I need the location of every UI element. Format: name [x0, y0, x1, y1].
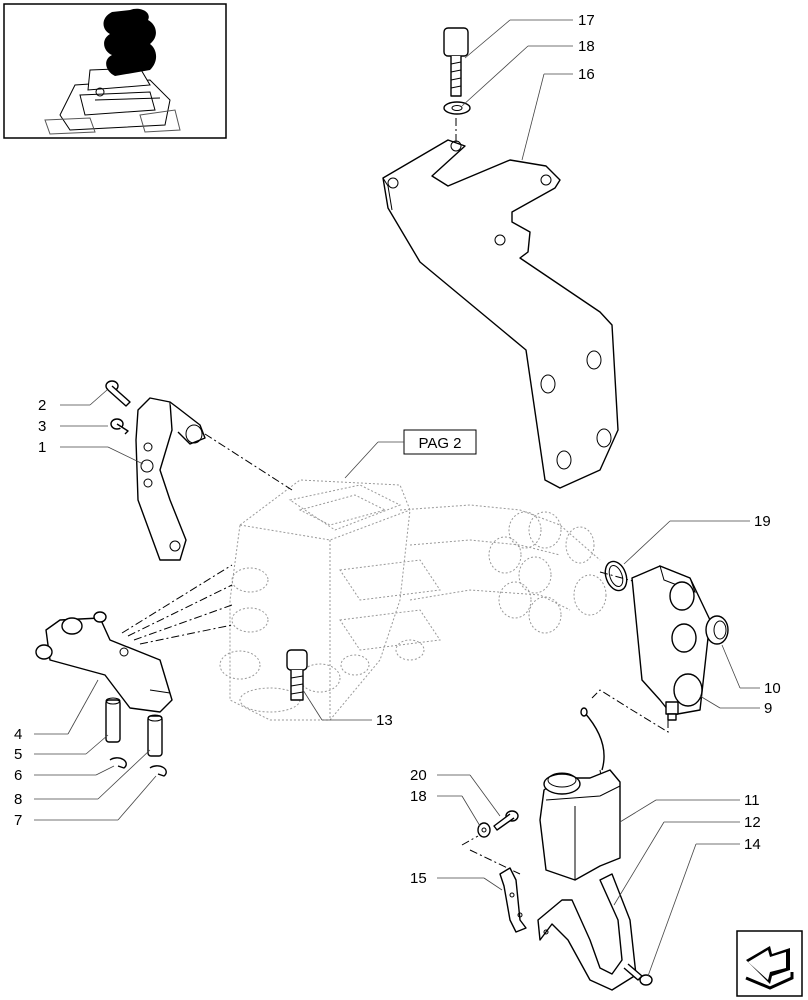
cable-harness [580, 689, 669, 783]
callout-9: 9 [764, 700, 772, 717]
circlip-7 [149, 765, 167, 777]
bolt-17 [443, 27, 469, 97]
coupler-block-9 [631, 565, 711, 721]
callout-12: 12 [744, 814, 761, 831]
cap-10 [705, 615, 729, 645]
lever-1 [135, 397, 206, 561]
callout-13: 13 [376, 712, 393, 729]
screw-2 [105, 380, 131, 407]
washer-18 [443, 101, 471, 115]
callout-18-lower: 18 [410, 788, 427, 805]
pin-5 [105, 697, 121, 743]
washer-18b [477, 822, 491, 838]
callout-4: 4 [14, 726, 22, 743]
page-turn-arrow-icon[interactable] [736, 930, 803, 997]
callout-10: 10 [764, 680, 781, 697]
strap-12 [537, 873, 637, 991]
support-bracket-16 [382, 139, 619, 489]
bracket-15 [499, 867, 527, 933]
callout-3: 3 [38, 418, 46, 435]
callout-5: 5 [14, 746, 22, 763]
page-reference[interactable]: PAG 2 [403, 429, 477, 455]
callout-15: 15 [410, 870, 427, 887]
callout-20: 20 [410, 767, 427, 784]
leader-lines [34, 19, 760, 977]
callout-16: 16 [578, 66, 595, 83]
control-valve-block [219, 479, 607, 721]
tractor-locator-icon [44, 8, 181, 135]
callout-7: 7 [14, 812, 22, 829]
screw-3 [110, 418, 129, 435]
callout-2: 2 [38, 397, 46, 414]
link-dashes [121, 564, 233, 645]
circlip-6 [109, 757, 127, 769]
callout-8: 8 [14, 791, 22, 808]
lever-4 [35, 611, 173, 713]
callout-labels: 17 18 16 2 3 1 19 10 9 4 5 6 8 7 13 20 1… [14, 12, 781, 887]
screw-13 [286, 649, 308, 701]
screw-20 [493, 810, 519, 831]
page-reference-label: PAG 2 [418, 435, 461, 452]
callout-17: 17 [578, 12, 595, 29]
callout-14: 14 [744, 836, 761, 853]
callout-1: 1 [38, 439, 46, 456]
pin-8 [147, 714, 163, 757]
callout-6: 6 [14, 767, 22, 784]
screw-14 [623, 963, 653, 986]
callout-11: 11 [744, 792, 760, 809]
reservoir-11 [539, 769, 621, 881]
callout-19: 19 [754, 513, 771, 530]
locator-thumbnail [3, 3, 227, 139]
callout-18: 18 [578, 38, 595, 55]
